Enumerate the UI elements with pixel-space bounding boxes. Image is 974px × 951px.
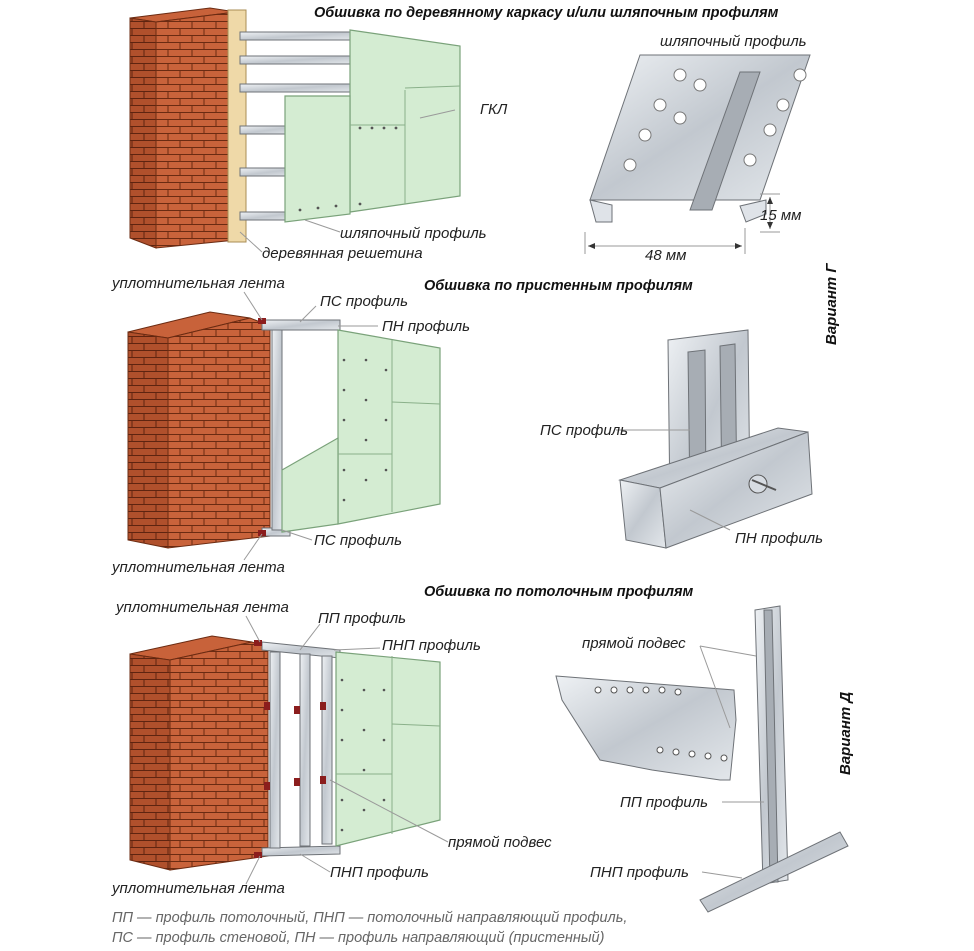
legend-line-2: ПС — профиль стеновой, ПН — профиль напр… (112, 930, 604, 946)
pp-profile-2 (299, 653, 311, 847)
label-ps-profile-bottom: ПС профиль (314, 532, 402, 549)
dim-width-48mm: 48 мм (645, 247, 686, 264)
legend-line-1: ПП — профиль потолочный, ПНП — потолочны… (112, 910, 627, 926)
label-gkl: ГКЛ (480, 101, 508, 118)
section-1-wood-hat-profile (129, 7, 461, 253)
label-ps-profile-top: ПС профиль (320, 293, 408, 310)
label-pn-profile-top: ПН профиль (382, 318, 470, 335)
variant-d: Вариант Д (837, 692, 854, 775)
label-pnp-profile-bottom: ПНП профиль (330, 864, 429, 881)
label-seal-tape-bottom-3: уплотнительная лента (111, 880, 285, 897)
seal-tape-top (258, 318, 266, 324)
label-hat-profile: шляпочный профиль (340, 225, 487, 242)
label-hat-profile-detail: шляпочный профиль (660, 33, 807, 50)
ps-profile-vertical (271, 329, 283, 531)
hanger-holes (594, 686, 728, 762)
seal-tape-bottom (258, 530, 266, 536)
label-seal-tape-top-3: уплотнительная лента (115, 599, 289, 616)
pnp-profile-detail-shape (699, 831, 849, 913)
label-pp-profile-top: ПП профиль (318, 610, 406, 627)
hat-profile-detail (584, 54, 811, 254)
section-2-wall-profiles (127, 291, 441, 561)
screws (298, 126, 398, 212)
gypsum-board-front (284, 95, 351, 223)
label-direct-hanger: прямой подвес (448, 834, 552, 851)
label-seal-tape-bottom-2: уплотнительная лента (111, 559, 285, 576)
brick-wall-front (155, 11, 237, 249)
label-direct-hanger-detail: прямой подвес (582, 635, 686, 652)
pp-profile-1 (269, 651, 281, 849)
hat-profile-holes (623, 68, 807, 172)
label-pn-profile-detail: ПН профиль (735, 530, 823, 547)
title-section-3: Обшивка по потолочным профилям (424, 584, 694, 600)
title-section-1: Обшивка по деревянному каркасу и/или шля… (314, 5, 779, 21)
variant-g: Вариант Г (823, 263, 840, 345)
label-pnp-profile-top: ПНП профиль (382, 637, 481, 654)
ps-pn-profile-detail (616, 329, 813, 549)
label-pnp-profile-detail: ПНП профиль (590, 864, 689, 881)
brick-wall-side (129, 17, 157, 249)
pp-profile-3 (321, 655, 333, 845)
label-wood-lath: деревянная решетина (262, 245, 423, 262)
dim-height-15mm: 15 мм (760, 207, 801, 224)
direct-hangers (264, 702, 326, 790)
label-pp-profile-detail: ПП профиль (620, 794, 708, 811)
title-section-2: Обшивка по пристенным профилям (424, 278, 693, 294)
screws-2 (342, 358, 388, 502)
hanger-pp-detail (555, 605, 849, 913)
label-ps-profile-detail: ПС профиль (540, 422, 628, 439)
label-seal-tape-top-2: уплотнительная лента (111, 275, 285, 292)
screws-3 (340, 678, 386, 832)
section-3-ceiling-profiles (129, 615, 449, 885)
